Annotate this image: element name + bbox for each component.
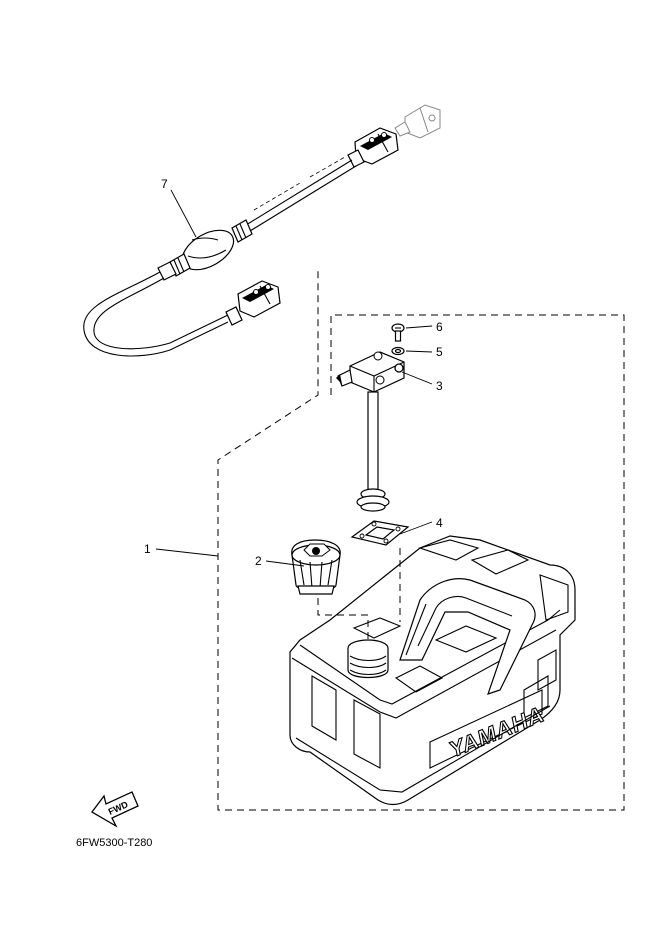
engine-connector — [394, 104, 441, 139]
callout-2: 2 — [255, 554, 262, 568]
fwd-arrow-icon: FWD — [91, 791, 139, 828]
callout-6: 6 — [436, 320, 443, 334]
engine-side-quick-connector — [347, 127, 399, 168]
diagram-code: 6FW5300-T280 — [76, 837, 152, 849]
callout-numbers: 1 2 3 4 5 6 7 — [144, 177, 443, 568]
fuel-gauge-joint — [336, 351, 405, 512]
callout-7: 7 — [161, 177, 168, 191]
callout-3: 3 — [436, 379, 443, 393]
fuel-tank-body: YAMAHA — [289, 535, 576, 806]
callout-leaders — [155, 189, 433, 567]
fuel-hose-assembly — [83, 104, 441, 357]
primer-bulb — [157, 219, 253, 281]
gasket — [350, 520, 410, 546]
screw — [391, 323, 405, 342]
callout-1: 1 — [144, 542, 151, 556]
callout-5: 5 — [436, 345, 443, 359]
assembly-boundary — [217, 268, 625, 811]
callout-4: 4 — [436, 516, 443, 530]
tank-side-quick-connector — [225, 280, 281, 326]
fuel-tank-cap — [291, 539, 341, 595]
washer — [391, 346, 405, 356]
